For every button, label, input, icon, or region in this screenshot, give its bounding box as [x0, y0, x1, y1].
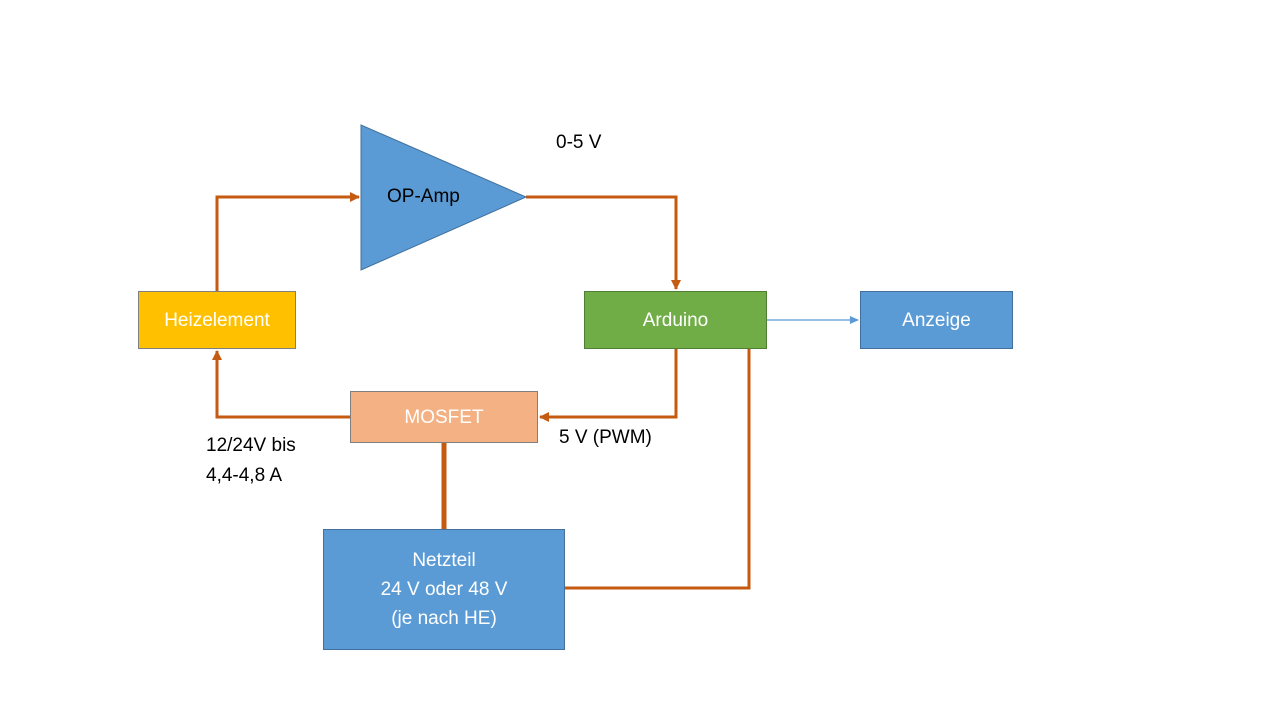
netzteil-line-1: Netzteil	[412, 550, 476, 571]
netzteil-block: Netzteil 24 V oder 48 V (je nach HE)	[323, 529, 565, 650]
opamp-label: OP-Amp	[387, 186, 460, 207]
opamp-triangle	[360, 124, 528, 271]
pwm-voltage-label: 5 V (PWM)	[559, 427, 652, 448]
heizelement-label: Heizelement	[164, 309, 270, 331]
edge-heizelement-to-opamp	[215, 192, 360, 291]
heater-power-label-line-1: 12/24V bis	[206, 435, 296, 456]
netzteil-line-2: 24 V oder 48 V	[380, 579, 508, 600]
edge-arduino-to-mosfet	[539, 349, 678, 422]
heater-power-label-line-2: 4,4-4,8 A	[206, 465, 283, 486]
opamp-output-voltage-label: 0-5 V	[556, 132, 602, 153]
mosfet-label: MOSFET	[404, 406, 484, 428]
anzeige-block: Anzeige	[860, 291, 1013, 349]
mosfet-block: MOSFET	[350, 391, 538, 443]
netzteil-line-3: (je nach HE)	[391, 608, 497, 629]
edge-netzteil-to-arduino	[565, 349, 751, 590]
arduino-label: Arduino	[642, 309, 709, 331]
arduino-block: Arduino	[584, 291, 767, 349]
anzeige-label: Anzeige	[902, 309, 971, 331]
heizelement-block: Heizelement	[138, 291, 296, 349]
edge-mosfet-to-heizelement	[212, 350, 350, 419]
edge-opamp-to-arduino	[526, 195, 681, 290]
